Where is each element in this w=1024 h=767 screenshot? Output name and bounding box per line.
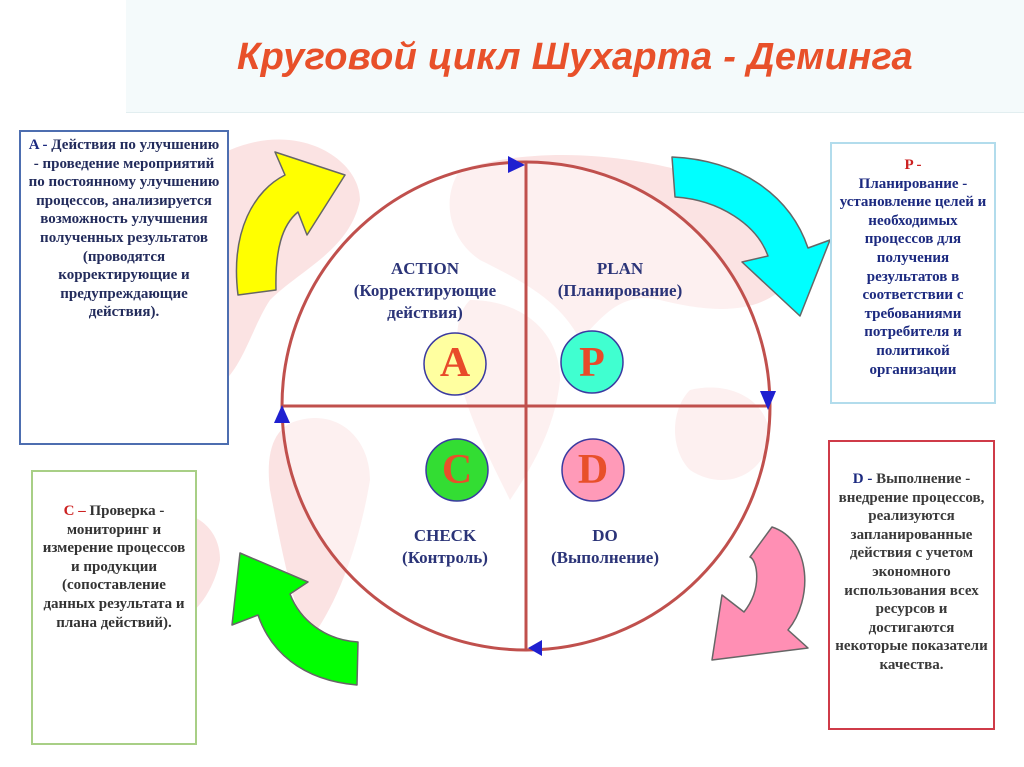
quadrant-plan-sub: (Планирование) <box>557 281 683 300</box>
arrow-d-pink <box>711 526 809 661</box>
note-do-key: D - <box>852 471 873 487</box>
note-check: C – Проверка - мониторинг и измерение пр… <box>31 470 197 745</box>
arrow-p-cyan <box>671 156 831 317</box>
note-plan-text: Планирование - установление целей и необ… <box>839 175 987 378</box>
quadrant-do-label: DO (Выполнение) <box>505 525 705 569</box>
badge-p <box>560 330 624 394</box>
quadrant-action-title: ACTION <box>390 259 459 278</box>
badge-a-letter: A <box>439 340 471 386</box>
badge-a <box>423 332 487 396</box>
arrowhead-left <box>274 405 290 423</box>
title-band <box>126 0 1024 113</box>
badge-d-letter: D <box>577 447 609 493</box>
quadrant-action-sub1: (Корректирующие <box>353 281 497 300</box>
quadrant-action-sub2: действия) <box>387 303 463 322</box>
quadrant-check-sub: (Контроль) <box>402 548 488 567</box>
badge-p-letter: P <box>579 340 605 386</box>
note-plan-key: P - <box>904 157 922 173</box>
quadrant-plan-title: PLAN <box>596 259 644 278</box>
arrowhead-right <box>760 391 776 410</box>
quadrant-plan-label: PLAN (Планирование) <box>520 258 720 302</box>
arrow-c-green <box>231 552 359 686</box>
badge-c-letter: C <box>441 447 473 493</box>
badge-c <box>425 438 489 502</box>
note-check-text: Проверка - мониторинг и измерение процес… <box>42 503 186 631</box>
note-plan: P - Планирование - установление целей и … <box>830 142 996 404</box>
arrowhead-top <box>508 156 525 173</box>
note-do-text: Выполнение - внедрение процессов, реализ… <box>835 471 988 673</box>
note-check-key: C – <box>63 503 86 519</box>
arrowhead-bottom <box>528 640 542 656</box>
arrow-a-yellow <box>235 151 346 296</box>
quadrant-check-title: CHECK <box>413 526 477 545</box>
note-do: D - Выполнение - внедрение процессов, ре… <box>828 440 995 730</box>
badge-d <box>561 438 625 502</box>
page-title: Круговой цикл Шухарта - Деминга <box>237 36 913 78</box>
note-action: A - Действия по улучшению - проведение м… <box>19 130 229 445</box>
quadrant-do-sub: (Выполнение) <box>550 548 660 567</box>
note-action-key: A - <box>28 137 48 153</box>
quadrant-action-label: ACTION (Корректирующие действия) <box>325 258 525 324</box>
note-action-text: Действия по улучшению - проведение мероп… <box>28 137 220 321</box>
quadrant-check-label: CHECK (Контроль) <box>345 525 545 569</box>
quadrant-do-title: DO <box>592 526 618 545</box>
